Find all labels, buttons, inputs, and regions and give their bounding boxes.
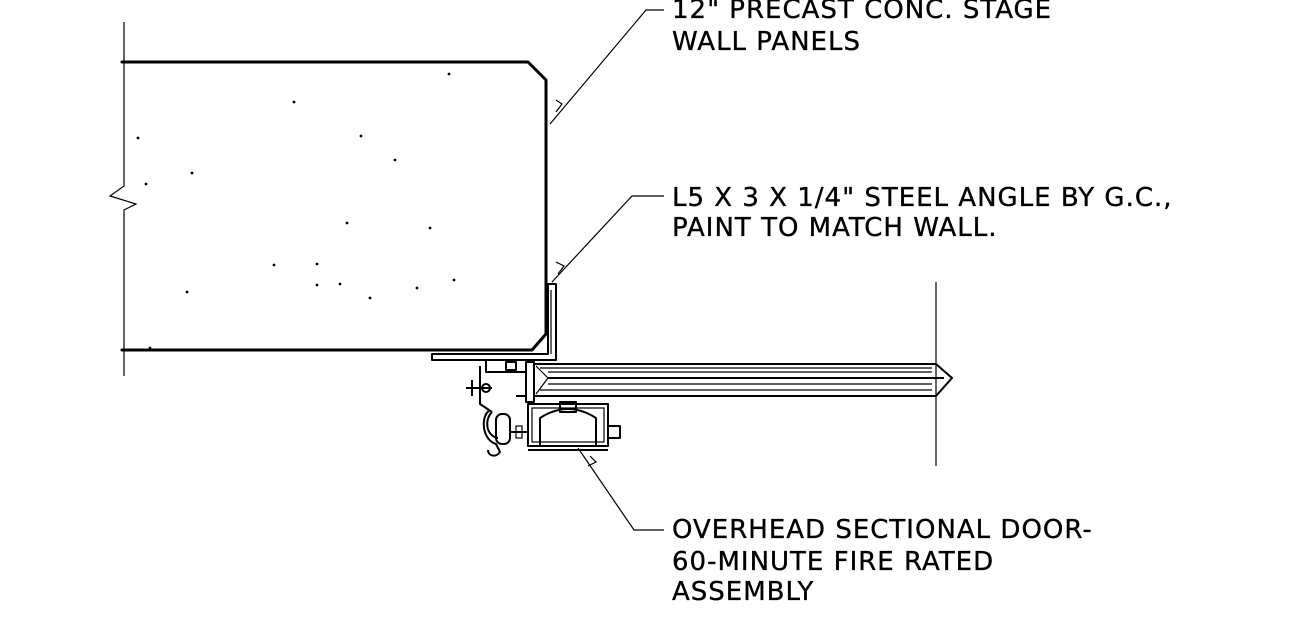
concrete-stipple — [136, 72, 456, 350]
callout-overhead-door-line2: 60-MINUTE FIRE RATED — [672, 547, 994, 577]
callout-steel-angle: L5 X 3 X 1/4" STEEL ANGLE BY G.C., PAINT… — [672, 183, 1173, 243]
callout-overhead-door-line3: ASSEMBLY — [672, 577, 814, 607]
callout-wall-panels-line2: WALL PANELS — [672, 27, 861, 57]
precast-wall-panel — [108, 22, 548, 376]
leader-wall-panels — [549, 9, 664, 125]
callout-wall-panels: 12" PRECAST CONC. STAGE WALL PANELS — [672, 0, 1052, 57]
leader-overhead-door — [577, 447, 664, 531]
leader-steel-angle — [551, 195, 664, 283]
wall-panel-outline — [120, 60, 548, 352]
door-track-bracket — [466, 360, 621, 457]
steel-angle — [431, 283, 557, 361]
callout-wall-panels-line1: 12" PRECAST CONC. STAGE — [672, 0, 1052, 25]
overhead-door-panel — [534, 282, 953, 466]
callout-overhead-door: OVERHEAD SECTIONAL DOOR- 60-MINUTE FIRE … — [672, 515, 1093, 607]
callout-overhead-door-line1: OVERHEAD SECTIONAL DOOR- — [672, 515, 1093, 545]
callout-steel-angle-line2: PAINT TO MATCH WALL. — [672, 213, 998, 243]
callout-steel-angle-line1: L5 X 3 X 1/4" STEEL ANGLE BY G.C., — [672, 183, 1173, 213]
wall-break-line — [108, 22, 138, 376]
